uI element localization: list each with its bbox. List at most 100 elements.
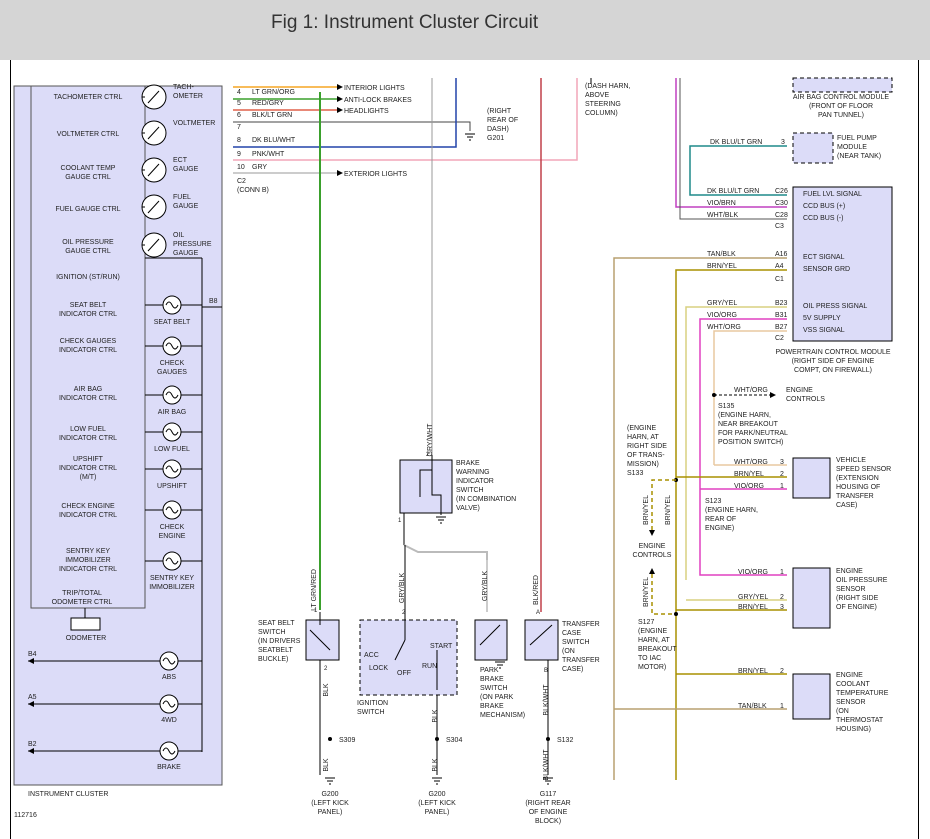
oil-sensor-label: OIL PRESSURE [836, 577, 888, 584]
airbag-label: AIR BAG CONTROL MODULE [793, 94, 890, 101]
wire-vio-org [699, 318, 787, 576]
wire-wht-org [713, 330, 787, 465]
wire-label: DK BLU/LT GRN [707, 188, 759, 195]
lower-pin-label: B4 [28, 651, 37, 658]
ctrl-label: (M/T) [80, 474, 97, 481]
ctrl-label: IGNITION (ST/RUN) [56, 274, 120, 281]
s133-label: OF TRANS- [627, 452, 665, 459]
ect-sensor-box [792, 673, 831, 720]
pcm-box [792, 186, 893, 342]
lamp-label: LOW FUEL [154, 446, 190, 453]
ground-park-brake [495, 661, 505, 669]
pcm-signal-label: CCD BUS (+) [803, 203, 845, 210]
ctrl-label: INDICATOR CTRL [59, 465, 117, 472]
ignition-switch-label: IGNITION [357, 700, 388, 707]
conn-pin-label: 6 [237, 112, 241, 119]
gauge-label: FUEL [173, 194, 191, 201]
ground-label: (LEFT KICK [418, 800, 456, 807]
lower-lamp-label: ABS [162, 674, 176, 681]
conn-pin-label: 9 [237, 151, 241, 158]
pin-label: B31 [775, 312, 788, 319]
ect-sensor-label: (ON [836, 708, 849, 715]
brake-switch-contact [419, 455, 433, 497]
conn-pin-label: 10 [237, 164, 245, 171]
oil-sensor-label: ENGINE [836, 568, 863, 575]
pin-label: A [536, 610, 540, 616]
wire-label: GRY/BLK [482, 571, 489, 602]
lamp-label: ENGINE [159, 533, 186, 540]
engine-controls-label: CONTROLS [633, 552, 672, 559]
gauge-needle [147, 126, 160, 140]
g201-label: DASH) [487, 126, 509, 133]
s127-label: TO IAC [638, 655, 661, 662]
lower-pin-label: B2 [28, 741, 37, 748]
pcm-label: COMPT, ON FIREWALL) [794, 367, 872, 374]
ctrl-label: TACHOMETER CTRL [54, 94, 123, 101]
vss-label: CASE) [836, 502, 857, 509]
pin-label: 2 [780, 668, 784, 675]
dash-harn-label: STEERING [585, 101, 621, 108]
s127-label: S127 [638, 619, 654, 626]
seatbelt-switch-label: BUCKLE) [258, 656, 288, 663]
park-brake-label: BRAKE [480, 676, 504, 683]
lamp-label: SENTRY KEY [150, 575, 194, 582]
wire-label: BRN/YEL [643, 495, 650, 525]
s127-label: HARN, AT [638, 637, 670, 644]
gauge-label: VOLTMETER [173, 120, 215, 127]
ground-label: G117 [540, 791, 557, 798]
ignition-position-label: RUN [422, 663, 437, 670]
wire-label: WHT/ORG [734, 387, 768, 394]
lamp-label: CHECK [160, 360, 185, 367]
lower-lamp-label: 4WD [161, 717, 177, 724]
wire-label: GRY/YEL [707, 300, 737, 307]
vss-label: (EXTENSION [836, 475, 879, 482]
ctrl-label: FUEL GAUGE CTRL [55, 206, 120, 213]
odometer-symbol [70, 617, 101, 631]
arrow-right [770, 392, 776, 398]
pcm-signal-label: ECT SIGNAL [803, 254, 845, 261]
lamp-label: GAUGES [157, 369, 187, 376]
oil-sensor-label: OF ENGINE) [836, 604, 877, 611]
pcm-signal-label: VSS SIGNAL [803, 327, 845, 334]
ground-g200-1 [325, 777, 335, 785]
gauge-needle [147, 238, 160, 252]
wire-label: BRN/YEL [643, 577, 650, 607]
wire-brn-yel-dashed [651, 574, 676, 615]
s135-label: NEAR BREAKOUT [718, 421, 779, 428]
lamp-filament [165, 342, 179, 350]
ctrl-label: SEAT BELT [70, 302, 107, 309]
s127-label: BREAKOUT [638, 646, 677, 653]
splice-s309 [328, 737, 332, 741]
ground-label: (RIGHT REAR [525, 800, 570, 807]
ground-label: G200 [428, 791, 445, 798]
vss-label: TRANSFER [836, 493, 874, 500]
pin-label: 2 [780, 471, 784, 478]
gauge-label: OIL [173, 232, 184, 239]
pin-label: 3 [780, 604, 784, 611]
wire-tan-blk [613, 257, 787, 780]
diagram-frame [10, 60, 919, 839]
wire-label: WHT/BLK [707, 212, 738, 219]
seatbelt-switch-label: SEATBELT [258, 647, 293, 654]
ignition-switch-box [359, 619, 458, 696]
ignition-switch-label: SWITCH [357, 709, 385, 716]
wire-label: WHT/ORG [734, 459, 768, 466]
figure-id: 112716 [14, 812, 37, 819]
arrow-left [28, 658, 34, 664]
s123-label: REAR OF [705, 516, 736, 523]
conn-sub: (CONN B) [237, 187, 269, 194]
pcm-label: (RIGHT SIDE OF ENGINE [792, 358, 875, 365]
pin-label: 2 [402, 610, 406, 616]
pin-label: C30 [775, 200, 788, 207]
lamp-label: AIR BAG [158, 409, 186, 416]
wire-label: VIO/BRN [707, 200, 736, 207]
lamp-label: IMMOBILIZER [149, 584, 195, 591]
odometer-ctrl-label: TRIP/TOTAL [62, 590, 102, 597]
transfer-contact [529, 624, 553, 646]
park-brake-label: (ON PARK [480, 694, 514, 701]
wire-label: BLK/WHT [543, 684, 550, 716]
wire-label: BLK/WHT [543, 749, 550, 781]
ignition-position-label: ACC [364, 652, 379, 659]
lamp-filament [162, 700, 176, 708]
pin-label: 2 [426, 452, 430, 458]
